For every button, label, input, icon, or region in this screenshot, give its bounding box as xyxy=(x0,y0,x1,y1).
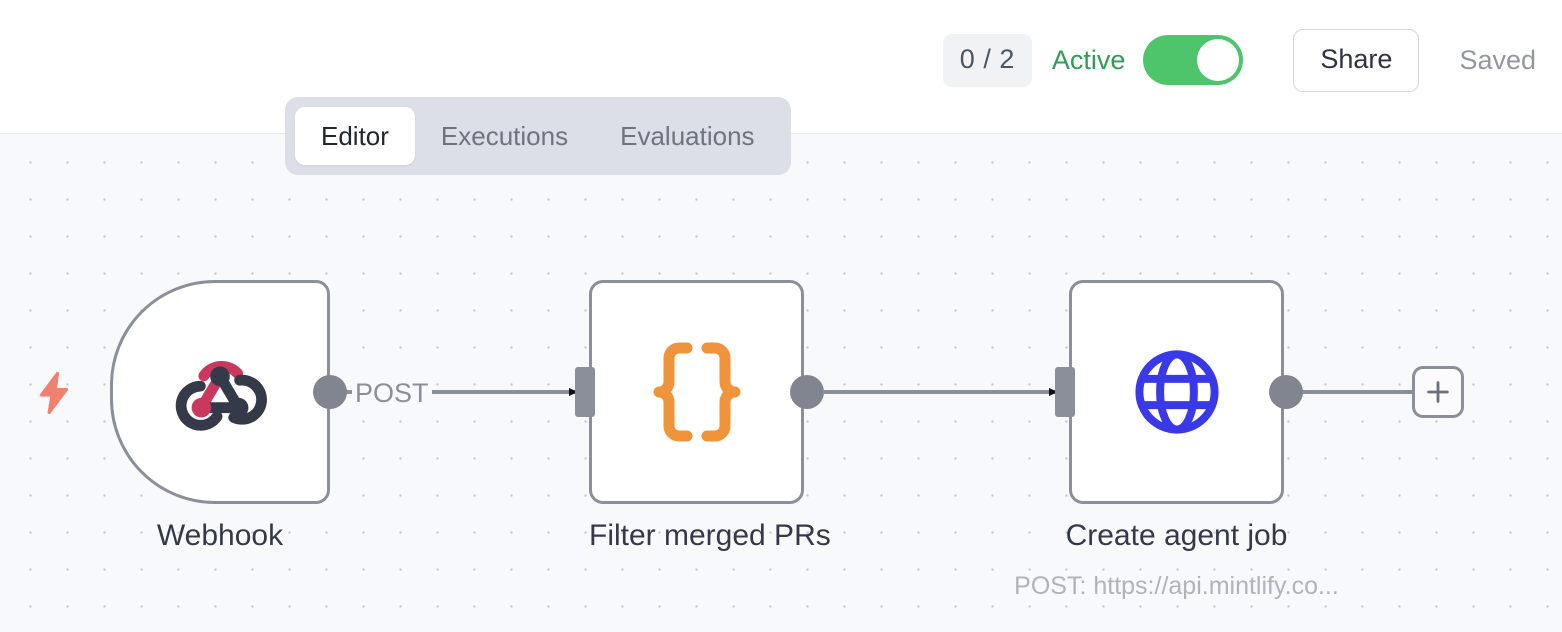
active-toggle-knob xyxy=(1197,39,1240,81)
tab-executions[interactable]: Executions xyxy=(440,121,569,151)
node-label-filter-merged-prs: Filter merged PRs xyxy=(589,519,831,552)
execution-count-badge: 0 / 2 xyxy=(942,33,1032,87)
share-button[interactable]: Share xyxy=(1293,28,1420,92)
node-create-agent-job[interactable] xyxy=(1069,280,1284,504)
wire-label-post: POST xyxy=(352,378,432,409)
port-input-filter[interactable] xyxy=(575,367,595,417)
tab-evaluations[interactable]: Evaluations xyxy=(620,121,755,151)
port-input-http[interactable] xyxy=(1055,367,1075,417)
trigger-bolt-icon xyxy=(37,371,71,419)
header-actions: 0 / 2 Active Share Saved xyxy=(942,0,1536,120)
node-webhook[interactable] xyxy=(110,280,330,504)
curly-braces-icon xyxy=(653,342,740,442)
node-sublabel-create-agent-job: POST: https://api.mintlify.co... xyxy=(1014,572,1339,600)
workflow-canvas[interactable]: POST Webhook Filter merged PRs xyxy=(0,134,1562,632)
lightning-bolt-glyph xyxy=(39,371,69,415)
active-toggle[interactable] xyxy=(1143,35,1244,85)
port-output-filter[interactable] xyxy=(790,375,824,409)
add-node-button[interactable] xyxy=(1412,366,1464,418)
active-status-label: Active xyxy=(1051,44,1126,75)
saved-status-label: Saved xyxy=(1459,44,1536,75)
globe-icon xyxy=(1134,350,1219,434)
tab-editor[interactable]: Editor xyxy=(295,107,415,165)
editor-tab-bar: Editor Executions Evaluations xyxy=(285,97,791,175)
port-output-webhook[interactable] xyxy=(313,375,347,409)
webhook-icon xyxy=(175,360,267,431)
node-label-create-agent-job: Create agent job xyxy=(1065,519,1288,552)
port-output-http[interactable] xyxy=(1269,375,1303,409)
node-filter-merged-prs[interactable] xyxy=(589,280,804,504)
node-label-webhook: Webhook xyxy=(156,519,284,552)
plus-icon xyxy=(1427,381,1449,403)
